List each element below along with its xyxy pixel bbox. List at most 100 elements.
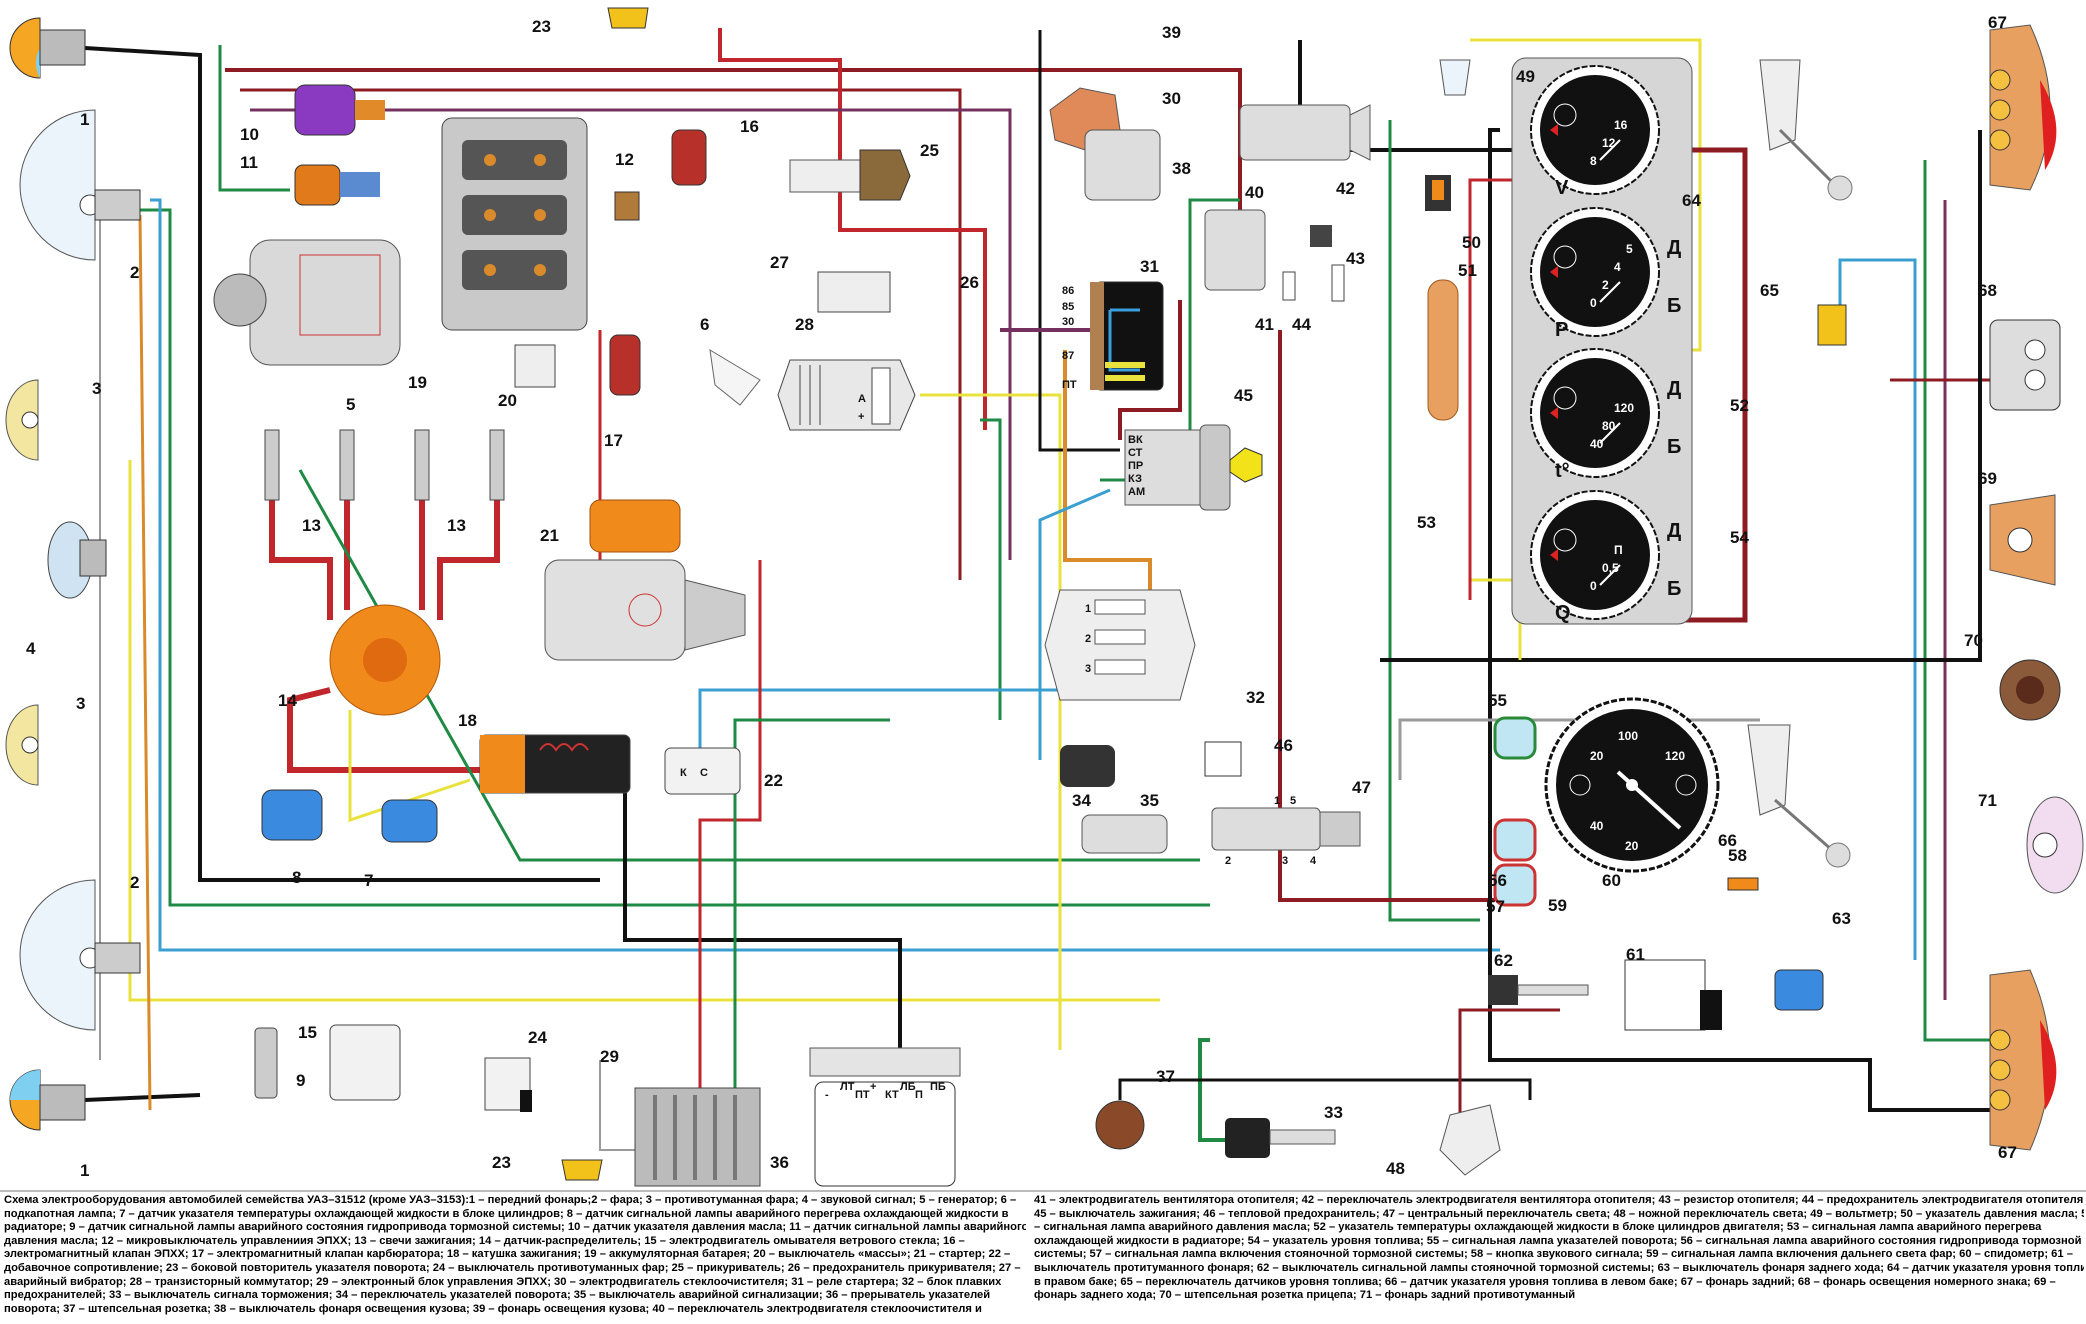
caption-line: аварийный вибратор; 28 – транзисторный к… — [4, 1275, 1002, 1288]
callout-1: 1 — [80, 1161, 89, 1180]
interrupter-terminal: ЛТ — [840, 1081, 855, 1093]
callout-15: 15 — [298, 1023, 317, 1042]
fog-lamp-3-bottom — [5, 704, 39, 786]
parking-brake-switch-62 — [1488, 975, 1589, 1005]
wiring-diagram: А + К С 86 85 30 87 ПТ ВК — [5, 7, 2084, 1187]
side-repeater-23-bottom — [561, 1159, 603, 1181]
callout-55: 55 — [1488, 691, 1507, 710]
turn-interrupter-36 — [809, 1047, 961, 1187]
callout-34: 34 — [1072, 791, 1091, 810]
starter-21 — [544, 499, 746, 661]
temperature-sensor-7 — [381, 799, 438, 843]
callout-9: 9 — [296, 1071, 305, 1090]
fuel-sensor-66 — [1747, 724, 1851, 868]
wire-yellow — [128, 460, 1160, 1002]
terminal-c: С — [700, 767, 708, 779]
callout-6: 6 — [700, 315, 709, 334]
epxx-control-unit-29 — [634, 1087, 761, 1187]
front-lamp-1-bottom — [9, 1069, 86, 1131]
horn-button-58 — [1727, 877, 1759, 891]
wire-green — [980, 418, 1002, 720]
wire-black — [1488, 128, 1990, 1112]
callout-27: 27 — [770, 253, 789, 272]
brake-sensor-9 — [254, 1027, 278, 1099]
callout-30: 30 — [1162, 89, 1181, 108]
caption-line: – сигнальная лампа аварийного давления м… — [1034, 1221, 2042, 1234]
terminal-st: СТ — [1128, 447, 1143, 459]
callout-29: 29 — [600, 1047, 619, 1066]
terminal-vk: ВК — [1128, 434, 1143, 446]
callout-1: 1 — [80, 110, 89, 129]
gauge-tick: 120 — [1614, 401, 1634, 415]
wire-dark-red — [1118, 300, 1182, 440]
heater-motor-41 — [1204, 209, 1266, 291]
caption-right-column: 41 – электродвигатель вентилятора отопит… — [1034, 1194, 2084, 1303]
light-switch-47: 1 5 2 3 4 — [1211, 795, 1361, 867]
trailer-socket-70 — [1999, 659, 2061, 721]
callout-58: 58 — [1728, 846, 1747, 865]
callout-2: 2 — [130, 263, 139, 282]
callout-38: 38 — [1172, 159, 1191, 178]
wire-blue — [150, 198, 1500, 952]
callout-11: 11 — [240, 153, 258, 172]
foot-switch-48 — [1439, 1104, 1501, 1176]
gauge-tick: 12 — [1602, 136, 1616, 150]
fuse-3: 3 — [1085, 663, 1091, 675]
wire-green — [1198, 1038, 1230, 1142]
callout-26: 26 — [960, 273, 979, 292]
callout-39: 39 — [1162, 23, 1181, 42]
callout-8: 8 — [292, 868, 301, 887]
callout-14: 14 — [278, 691, 297, 710]
callout-71: 71 — [1978, 791, 1997, 810]
callout-17: 17 — [604, 431, 623, 450]
wire-black — [84, 1093, 201, 1102]
callout-4: 4 — [26, 639, 36, 658]
callout-70: 70 — [1964, 631, 1983, 650]
gauge-symbol: V — [1555, 177, 1569, 199]
caption-line: давления масла; 12 – микровыключатель уп… — [4, 1234, 965, 1247]
caption-line: системы; 57 – сигнальная лампа включения… — [1034, 1248, 2073, 1261]
terminal-am: АМ — [1128, 486, 1145, 498]
callout-54: 54 — [1730, 528, 1749, 547]
license-lamp-68 — [1989, 319, 2061, 411]
callout-46: 46 — [1274, 736, 1293, 755]
callout-20: 20 — [498, 391, 517, 410]
wire-blue — [1838, 258, 1917, 960]
caption-line: предохранителей; 33 – выключатель сигнал… — [4, 1289, 991, 1302]
wire-orange — [138, 214, 152, 1111]
callout-59: 59 — [1548, 896, 1567, 915]
reverse-switch-63 — [1774, 969, 1824, 1011]
callout-23: 23 — [532, 17, 551, 36]
callout-44: 44 — [1292, 315, 1311, 334]
oil-pressure-sensor-10 — [294, 84, 385, 136]
interrupter-terminal: КТ — [885, 1089, 899, 1101]
washer-motor-15 — [329, 1024, 401, 1101]
gauge-tick: 40 — [1590, 437, 1604, 451]
caption-line: радиаторе; 9 – датчик сигнальной лампы а… — [4, 1221, 1026, 1234]
gauge-tick: 2 — [1602, 278, 1609, 292]
callout-16: 16 — [740, 117, 759, 136]
wire-green — [298, 469, 1200, 862]
wire-black — [1038, 30, 1120, 452]
wire-red — [698, 560, 762, 1090]
wire-dark-red — [240, 88, 962, 580]
overheat-lamp-53 — [1427, 279, 1459, 421]
epxx-valve-16 — [671, 129, 707, 186]
caption-line: 45 – выключатель зажигания; 46 – теплово… — [1034, 1207, 2084, 1220]
terminal-87: 87 — [1062, 350, 1074, 362]
rear-lamp-67-bottom — [1989, 969, 2057, 1151]
wire-green — [1388, 120, 1480, 922]
caption-line: в правом баке; 65 – переключатель датчик… — [1034, 1275, 2056, 1288]
heater-switch-42 — [1310, 225, 1332, 247]
wiper-motor-30 — [1049, 87, 1161, 201]
wire-red — [1468, 178, 1530, 600]
epxx-microswitch-12 — [614, 191, 640, 221]
terminal-2: 2 — [1225, 855, 1231, 867]
callout-12: 12 — [615, 150, 634, 169]
wire-green — [218, 45, 290, 192]
